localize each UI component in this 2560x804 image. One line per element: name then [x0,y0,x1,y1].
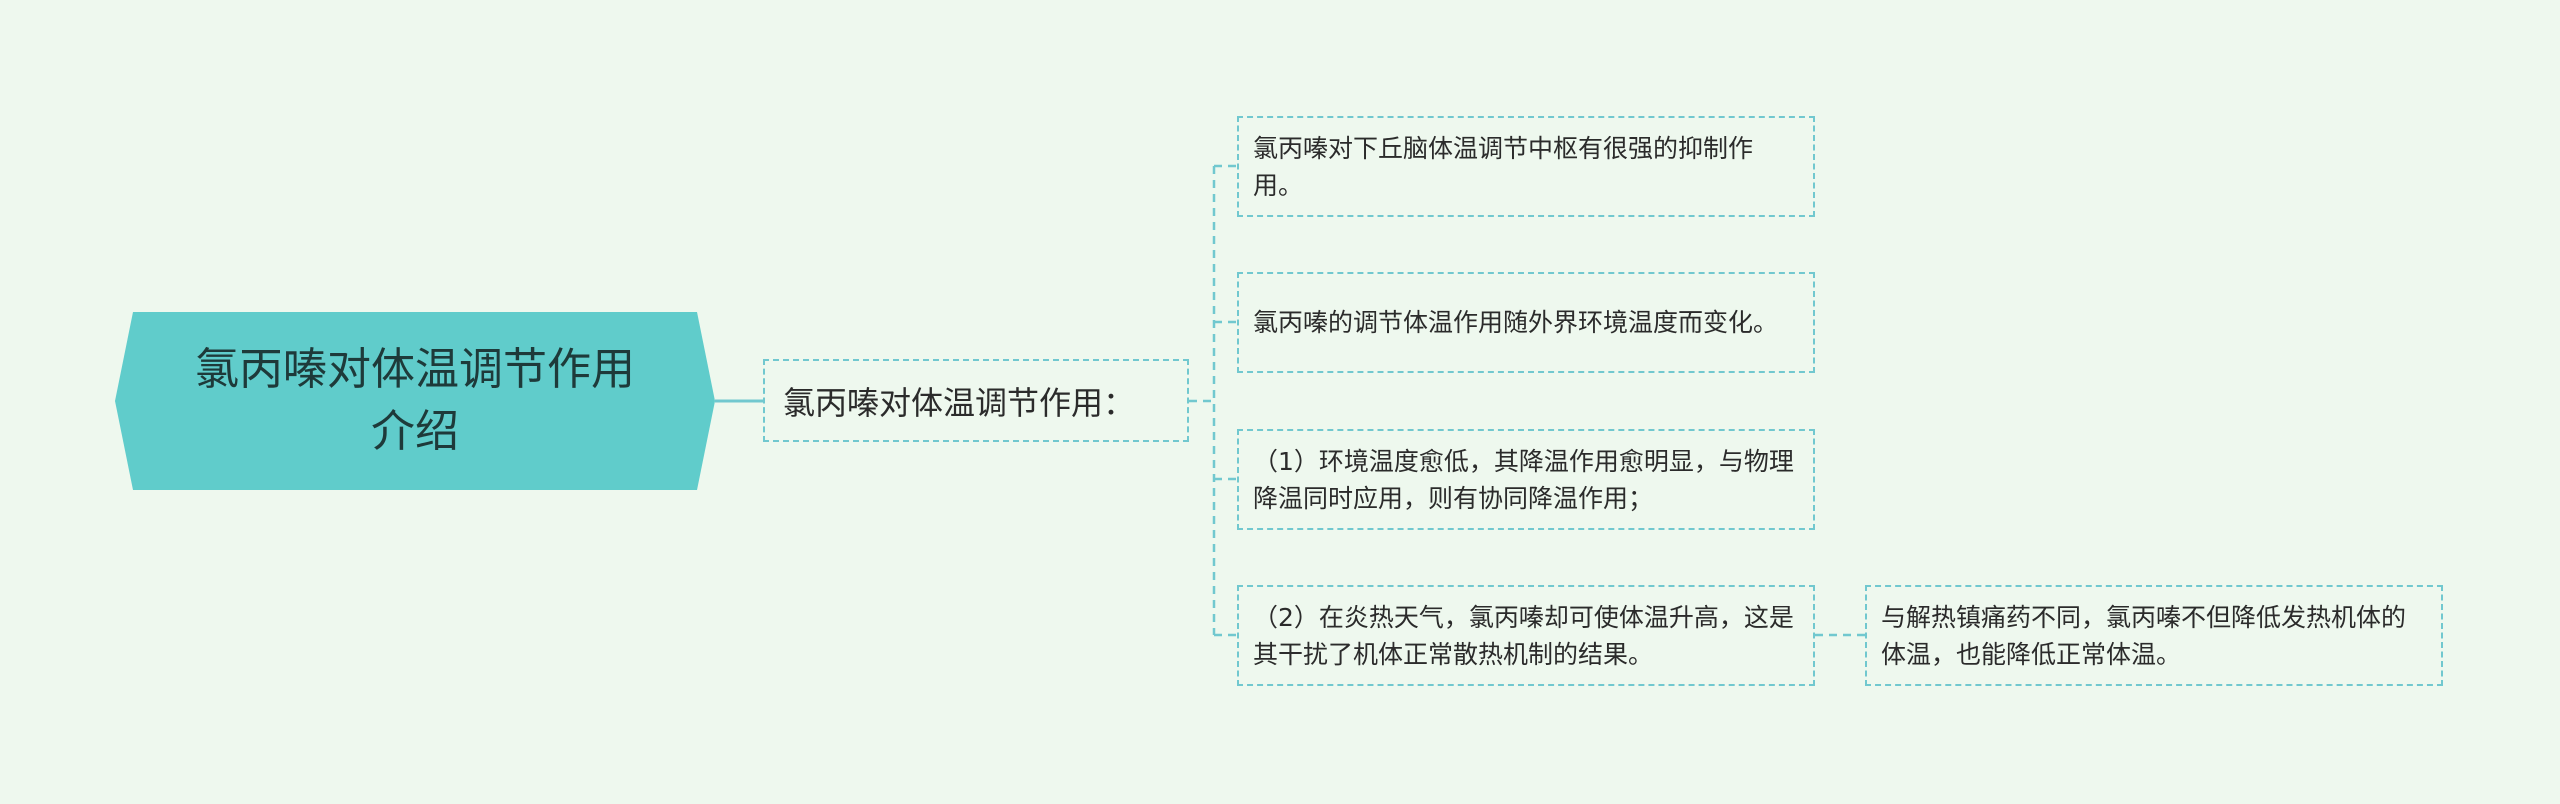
leaf-node-1-label: 氯丙嗪对下丘脑体温调节中枢有很强的抑制作用。 [1253,133,1754,200]
subleaf-node[interactable]: 与解热镇痛药不同，氯丙嗪不但降低发热机体的体温，也能降低正常体温。 [1865,585,2443,686]
leaf-node-2[interactable]: 氯丙嗪的调节体温作用随外界环境温度而变化。 [1237,272,1815,373]
branch-node[interactable]: 氯丙嗪对体温调节作用： [763,359,1189,442]
subleaf-node-label: 与解热镇痛药不同，氯丙嗪不但降低发热机体的体温，也能降低正常体温。 [1881,602,2407,669]
leaf-node-4[interactable]: （2）在炎热天气，氯丙嗪却可使体温升高，这是其干扰了机体正常散热机制的结果。 [1237,585,1815,686]
root-node-label: 氯丙嗪对体温调节作用介绍 [195,344,635,457]
branch-node-label: 氯丙嗪对体温调节作用： [783,383,1136,422]
leaf-node-4-label: （2）在炎热天气，氯丙嗪却可使体温升高，这是其干扰了机体正常散热机制的结果。 [1253,602,1794,669]
leaf-node-3[interactable]: （1）环境温度愈低，其降温作用愈明显，与物理降温同时应用，则有协同降温作用； [1237,429,1815,530]
leaf-node-1[interactable]: 氯丙嗪对下丘脑体温调节中枢有很强的抑制作用。 [1237,116,1815,217]
root-node[interactable]: 氯丙嗪对体温调节作用介绍 [115,312,715,490]
leaf-node-3-label: （1）环境温度愈低，其降温作用愈明显，与物理降温同时应用，则有协同降温作用； [1253,446,1794,513]
leaf-node-2-label: 氯丙嗪的调节体温作用随外界环境温度而变化。 [1253,308,1779,337]
